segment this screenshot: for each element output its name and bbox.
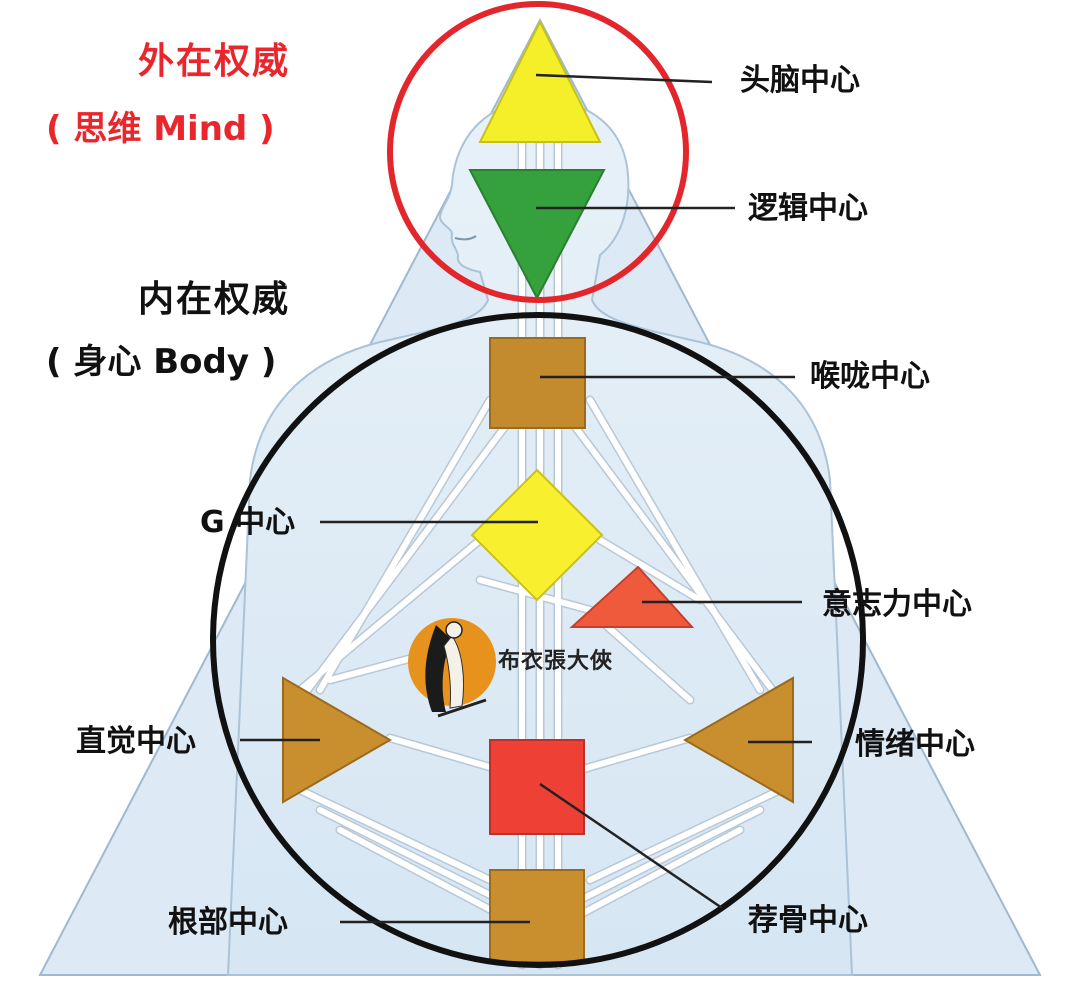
ajna-center-label: 逻辑中心 bbox=[748, 191, 868, 226]
external-authority-subtitle: ( 思维 Mind ) bbox=[46, 109, 275, 149]
g-center-label: G 中心 bbox=[200, 505, 296, 540]
ajna-center-shape bbox=[468, 169, 606, 301]
internal-authority-circle bbox=[210, 312, 866, 968]
head-center-shape bbox=[478, 19, 602, 143]
watermark-text: 布衣張大俠 bbox=[498, 648, 614, 674]
external-authority-circle bbox=[387, 1, 689, 303]
pointer-sacral bbox=[539, 782, 723, 910]
internal-authority-subtitle: ( 身心 Body ) bbox=[46, 342, 277, 382]
will-center-shape bbox=[569, 565, 695, 628]
g-center-shape bbox=[470, 468, 604, 602]
external-authority-title: 外在权威 bbox=[138, 41, 291, 82]
watermark-logo bbox=[408, 618, 496, 718]
internal-authority-title: 内在权威 bbox=[138, 279, 291, 320]
channels bbox=[295, 135, 785, 970]
solar-plexus-center-shape bbox=[682, 676, 794, 804]
root-center-shape bbox=[489, 869, 585, 963]
spleen-center-label: 直觉中心 bbox=[76, 724, 196, 759]
will-center-label: 意志力中心 bbox=[822, 587, 972, 622]
throat-center-label: 喉咙中心 bbox=[810, 359, 930, 394]
pointer-lines bbox=[240, 73, 812, 924]
throat-center-shape bbox=[489, 337, 586, 429]
face-profile bbox=[454, 235, 477, 241]
root-center-label: 根部中心 bbox=[168, 905, 288, 940]
head-center-label: 头脑中心 bbox=[740, 63, 860, 98]
pointer-head bbox=[535, 73, 713, 84]
sacral-center-label: 荐骨中心 bbox=[748, 903, 868, 938]
solar-plexus-center-label: 情绪中心 bbox=[855, 727, 975, 762]
sacral-center-shape bbox=[489, 739, 585, 835]
